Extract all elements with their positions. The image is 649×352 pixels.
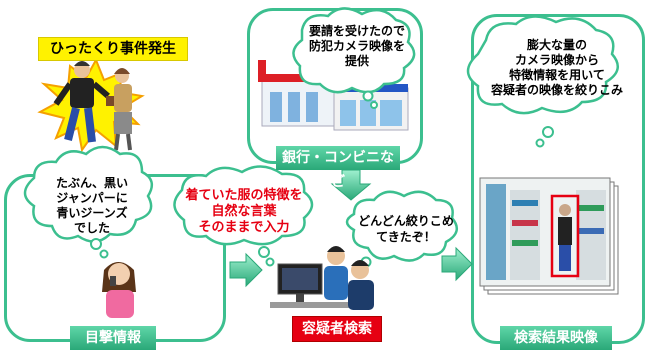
witness-tab: 目撃情報 [70, 326, 156, 350]
search-tab: 容疑者検索 [292, 316, 382, 342]
incident-banner: ひったくり事件発生 [38, 37, 188, 61]
progress-speech-line: どんどん絞りこめ [358, 214, 454, 228]
bank-speech-line: 防犯カメラ映像を [308, 39, 405, 53]
right-arrow-left [229, 252, 263, 288]
results-speech-text: 膨大な量の カメラ映像から 特徴情報を用いて 容疑者の映像を絞りこみ [474, 38, 640, 98]
results-speech-line: 特徴情報を用いて [509, 68, 605, 82]
results-speech-line: カメラ映像から [514, 53, 599, 67]
bank-speech-line: 提供 [344, 54, 369, 68]
progress-speech-line: てきたぞ！ [376, 230, 436, 244]
right-arrow-right [441, 246, 473, 282]
thief-figure [53, 61, 110, 143]
results-speech-line: 膨大な量の [526, 38, 587, 52]
bank-speech-line: 要請を受けたので [308, 24, 405, 38]
results-speech-line: 容疑者の映像を絞りこみ [490, 83, 623, 97]
bank-speech-cloud [292, 7, 416, 94]
instruction-speech-cloud [173, 165, 314, 246]
progress-speech-cloud [345, 190, 459, 262]
surveillance-frames [479, 177, 619, 295]
instruction-line: そのままで入力 [198, 220, 290, 235]
victim-figure [106, 68, 132, 151]
witness-speech-line: たぶん、黒い [55, 176, 128, 190]
witness-speech-line: 青いジーンズ [56, 206, 128, 220]
instruction-line: 自然な言葉 [211, 204, 277, 219]
witness-speech-line: ジャンパーに [56, 191, 128, 205]
results-speech-cloud [466, 15, 619, 115]
witness-woman-figure [102, 262, 136, 318]
witness-speech-text: たぶん、黒い ジャンパーに 青いジーンズ でした [36, 176, 148, 236]
bank-speech-text: 要請を受けたので 防犯カメラ映像を 提供 [300, 24, 414, 69]
witness-speech-line: でした [73, 221, 110, 235]
results-tab: 検索結果映像 [500, 326, 612, 350]
down-arrow [330, 169, 372, 201]
instruction-text: 着ていた服の特徴を 自然な言葉 そのままで入力 [180, 188, 308, 236]
instruction-line: 着ていた服の特徴を [185, 188, 303, 203]
progress-speech-text: どんどん絞りこめ てきたぞ！ [356, 213, 456, 245]
witness-speech-cloud [23, 145, 154, 243]
operators-figure [270, 246, 374, 310]
bank-tab: 銀行・コンビニなど [276, 146, 400, 190]
